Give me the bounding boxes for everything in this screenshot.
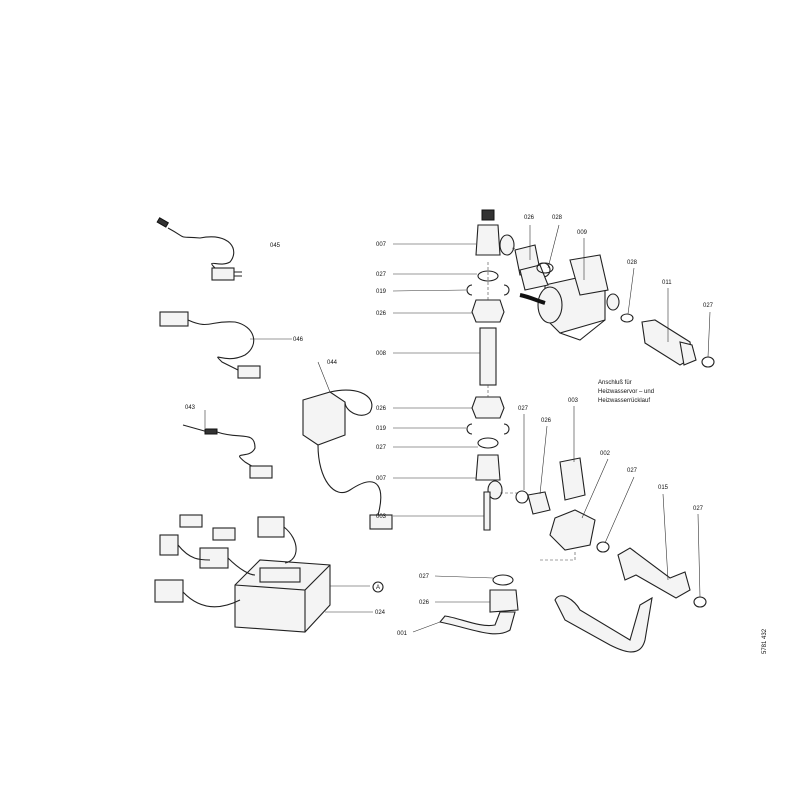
label-008: 008 bbox=[376, 351, 387, 357]
label-027: 027 bbox=[376, 272, 387, 278]
label-027: 027 bbox=[693, 506, 704, 512]
label-027: 027 bbox=[419, 574, 430, 580]
label-009: 009 bbox=[577, 230, 588, 236]
label-001: 001 bbox=[397, 631, 408, 637]
label-046: 046 bbox=[293, 337, 304, 343]
label-019: 019 bbox=[376, 426, 387, 432]
label-026: 026 bbox=[376, 406, 387, 412]
pipe-015 bbox=[554, 547, 707, 653]
note-line-2: Heizwasservor – und bbox=[598, 389, 654, 395]
control-box-024 bbox=[154, 514, 331, 633]
pump-009 bbox=[514, 244, 715, 368]
label-044: 044 bbox=[327, 360, 338, 366]
actuator-044 bbox=[302, 389, 393, 530]
label-007: 007 bbox=[376, 242, 387, 248]
cable-046 bbox=[159, 311, 261, 379]
reference-marker-a bbox=[372, 581, 384, 593]
note-line-1: Anschluß für bbox=[598, 380, 632, 386]
label-028: 028 bbox=[552, 215, 563, 221]
label-027: 027 bbox=[703, 303, 714, 309]
central-fittings-column bbox=[438, 209, 521, 635]
label-026: 026 bbox=[541, 418, 552, 424]
label-007: 007 bbox=[376, 476, 387, 482]
note-line-3: Heizwasserrücklauf bbox=[598, 398, 650, 404]
label-019: 019 bbox=[376, 289, 387, 295]
label-003: 003 bbox=[568, 398, 579, 404]
sensor-cable-045 bbox=[156, 217, 242, 281]
leader-lines bbox=[204, 224, 711, 633]
drawing-number: 5781 432 bbox=[762, 628, 768, 654]
label-026: 026 bbox=[376, 311, 387, 317]
label-027: 027 bbox=[518, 406, 529, 412]
label-015: 015 bbox=[658, 485, 669, 491]
label-026: 026 bbox=[524, 215, 535, 221]
label-028: 028 bbox=[627, 260, 638, 266]
label-a: A bbox=[376, 585, 380, 591]
label-043: 043 bbox=[185, 405, 196, 411]
label-002: 002 bbox=[600, 451, 611, 457]
label-026: 026 bbox=[419, 600, 430, 606]
label-045: 045 bbox=[270, 243, 281, 249]
label-027: 027 bbox=[376, 445, 387, 451]
sensor-043 bbox=[182, 424, 273, 479]
label-011: 011 bbox=[662, 280, 672, 286]
label-003: 003 bbox=[376, 514, 387, 520]
label-024: 024 bbox=[375, 610, 386, 616]
label-027: 027 bbox=[627, 468, 638, 474]
valve-002 bbox=[515, 457, 610, 561]
